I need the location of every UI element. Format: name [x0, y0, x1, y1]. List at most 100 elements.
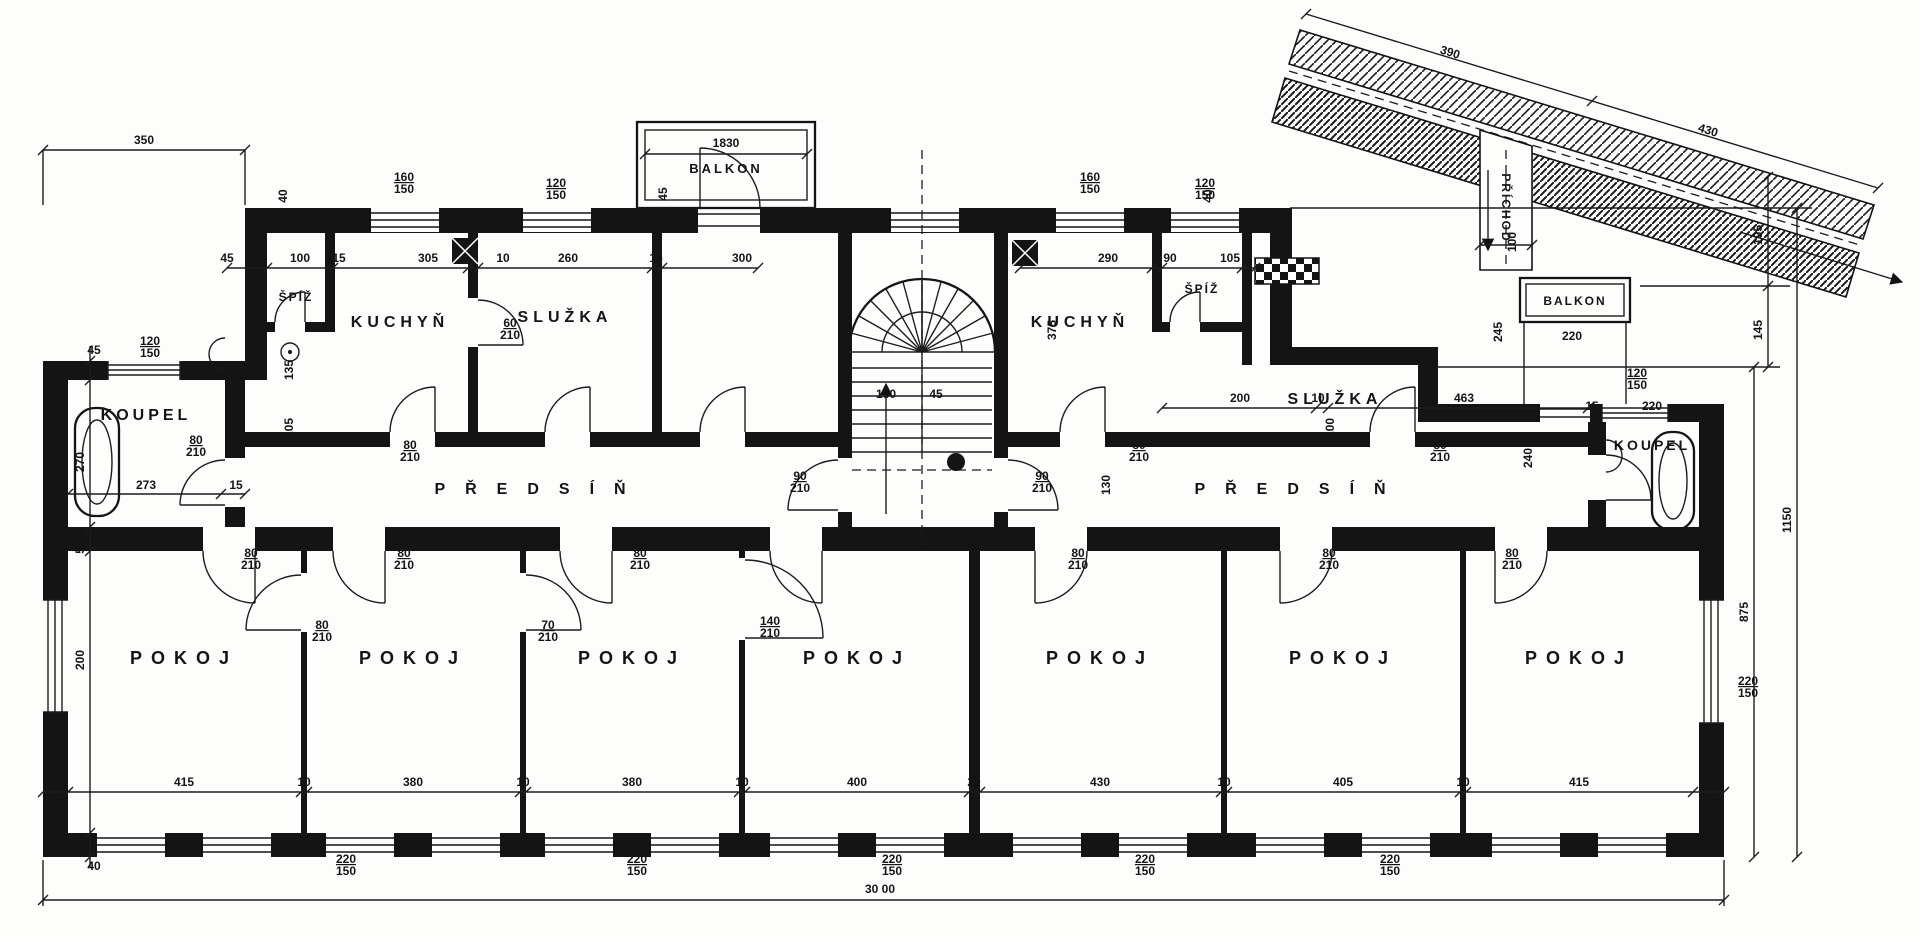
window-left-wall — [43, 599, 68, 713]
dim-label: 350 — [134, 133, 154, 147]
bathtub-right — [1650, 430, 1696, 532]
dim-line-street — [1300, 8, 1884, 194]
window — [1596, 832, 1668, 858]
dim-label: 90 — [1163, 251, 1177, 265]
dim-label: 40 — [87, 859, 101, 873]
dim-line-room-widths — [37, 786, 1730, 798]
dim-label: 400 — [847, 775, 867, 789]
walls — [43, 208, 1724, 857]
dim-label: 115 — [326, 251, 346, 265]
dim-label: 415 — [1569, 775, 1589, 789]
dim-label: 145 — [1751, 320, 1765, 340]
window-openings — [43, 207, 1724, 858]
window-right-wall — [1699, 599, 1724, 724]
dim-label: 50 — [73, 540, 87, 554]
window — [95, 832, 167, 858]
dim-label: 415 — [174, 775, 194, 789]
room-label: POKOJ — [803, 648, 911, 668]
boiler-left — [280, 342, 300, 362]
dim-line-total-width — [37, 860, 1730, 906]
dim-label: 100 — [1323, 418, 1337, 438]
chimney-flue-left — [451, 237, 479, 265]
window — [521, 207, 593, 233]
dim-label: 130 — [876, 387, 896, 401]
dim-label: 220 — [1562, 329, 1582, 343]
window — [889, 207, 961, 233]
dim-line-top-interior-right — [1014, 262, 1261, 274]
bathtub-left — [73, 406, 121, 518]
dim-label: 273 — [136, 478, 156, 492]
dim-label: 135 — [282, 360, 296, 380]
window — [1011, 832, 1083, 858]
dim-label: 220 — [1642, 399, 1662, 413]
room-label: BALKON — [1543, 294, 1606, 308]
dim-label: 463 — [1454, 391, 1474, 405]
dim-line-left-side — [84, 346, 96, 868]
dim-label: 375 — [1045, 320, 1059, 340]
street-centerline — [1288, 70, 1864, 247]
dim-label: 45 — [220, 251, 234, 265]
street-band-upper — [1287, 29, 1876, 240]
window — [649, 832, 721, 858]
dim-label: 100 — [290, 251, 310, 265]
dim-label: 30 00 — [865, 882, 895, 896]
washbasin-right — [1605, 439, 1623, 473]
room-label: POKOJ — [130, 648, 238, 668]
dim-label: 45 — [87, 343, 101, 357]
room-label: POKOJ — [578, 648, 686, 668]
stair-newel-post — [947, 453, 965, 471]
dim-label: 10 — [1217, 775, 1231, 789]
window — [768, 832, 840, 858]
dim-label: 45 — [929, 387, 943, 401]
dim-label: 10 — [496, 251, 510, 265]
dim-label: 305 — [418, 251, 438, 265]
door-swings — [179, 147, 1652, 639]
dim-label: 270 — [73, 452, 87, 472]
dim-label: 875 — [1737, 602, 1751, 622]
dim-label: 200 — [73, 650, 87, 670]
dim-label: 10 — [1456, 775, 1470, 789]
dim-label: 430 — [1090, 775, 1110, 789]
dim-label: 10 — [735, 775, 749, 789]
room-label: POKOJ — [1289, 648, 1397, 668]
room-label: POKOJ — [359, 648, 467, 668]
room-label: SLUŽKA — [1288, 389, 1383, 408]
window — [1169, 207, 1241, 233]
dim-label: 10 — [516, 775, 530, 789]
room-label: KOUPEL — [101, 407, 192, 424]
room-label: BALKON — [689, 161, 763, 176]
dim-line-350 — [37, 144, 251, 205]
dim-label: 20 — [967, 775, 981, 789]
dim-label: 380 — [622, 775, 642, 789]
staircase — [847, 150, 997, 545]
window — [430, 832, 502, 858]
dim-label: 390 — [1439, 43, 1463, 62]
dim-label: 105 — [1220, 251, 1240, 265]
dim-line-top-interior-left — [221, 262, 764, 274]
dim-label: 300 — [732, 251, 752, 265]
dim-label: 240 — [1521, 448, 1535, 468]
dim-label: 40 — [276, 189, 290, 203]
dim-line-walkway-100 — [1474, 239, 1538, 251]
